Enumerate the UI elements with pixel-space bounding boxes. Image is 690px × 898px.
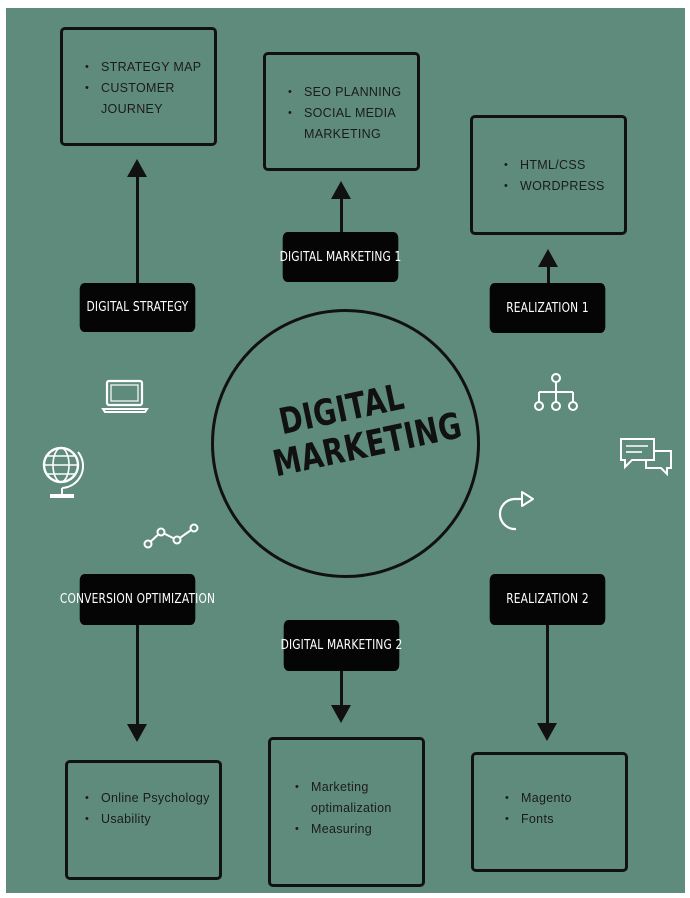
digital-marketing-1-label: DIGITAL MARKETING 1 bbox=[280, 232, 401, 282]
realization-2-label: REALIZATION 2 bbox=[489, 574, 606, 625]
line-chart-icon bbox=[143, 523, 199, 549]
arrow-down-icon bbox=[331, 705, 351, 723]
list-item: Fonts bbox=[505, 809, 626, 830]
digital-marketing-1-box: SEO PLANNING SOCIAL MEDIA MARKETING bbox=[263, 52, 420, 171]
list-item: STRATEGY MAP bbox=[85, 57, 213, 78]
arrow-down-icon bbox=[537, 723, 557, 741]
connector-line bbox=[340, 197, 343, 233]
center-circle bbox=[211, 309, 480, 578]
list-item: Usability bbox=[85, 809, 219, 830]
globe-icon bbox=[42, 446, 84, 498]
chat-bubbles-icon bbox=[620, 438, 672, 477]
digital-marketing-2-label: DIGITAL MARKETING 2 bbox=[281, 620, 402, 671]
redo-arrow-icon bbox=[498, 491, 534, 531]
arrow-down-icon bbox=[127, 724, 147, 742]
sitemap-icon bbox=[534, 373, 578, 411]
list-item: SEO PLANNING bbox=[288, 82, 416, 103]
realization-1-box: HTML/CSS WORDPRESS bbox=[470, 115, 627, 235]
laptop-icon bbox=[101, 379, 149, 413]
list-item: Measuring bbox=[295, 819, 421, 840]
realization-2-box: Magento Fonts bbox=[471, 752, 628, 872]
list-item: Marketing optimalization bbox=[295, 777, 421, 819]
digital-marketing-2-box: Marketing optimalization Measuring bbox=[268, 737, 425, 887]
arrow-up-icon bbox=[127, 159, 147, 177]
realization-1-label: REALIZATION 1 bbox=[489, 283, 606, 333]
connector-line bbox=[547, 265, 550, 285]
connector-line bbox=[136, 625, 139, 725]
list-item: CUSTOMER JOURNEY bbox=[85, 78, 213, 120]
connector-line bbox=[546, 625, 549, 725]
digital-strategy-label: DIGITAL STRATEGY bbox=[79, 283, 196, 332]
conversion-optimization-box: Online Psychology Usability bbox=[65, 760, 222, 880]
arrow-up-icon bbox=[538, 249, 558, 267]
list-item: Online Psychology bbox=[85, 788, 219, 809]
list-item: SOCIAL MEDIA MARKETING bbox=[288, 103, 416, 145]
list-item: Magento bbox=[505, 788, 626, 809]
list-item: WORDPRESS bbox=[504, 176, 625, 197]
connector-line bbox=[136, 175, 139, 285]
conversion-optimization-label: CONVERSION OPTIMIZATION bbox=[60, 574, 215, 625]
digital-strategy-box: STRATEGY MAP CUSTOMER JOURNEY bbox=[60, 27, 217, 146]
list-item: HTML/CSS bbox=[504, 155, 625, 176]
connector-line bbox=[340, 671, 343, 706]
arrow-up-icon bbox=[331, 181, 351, 199]
